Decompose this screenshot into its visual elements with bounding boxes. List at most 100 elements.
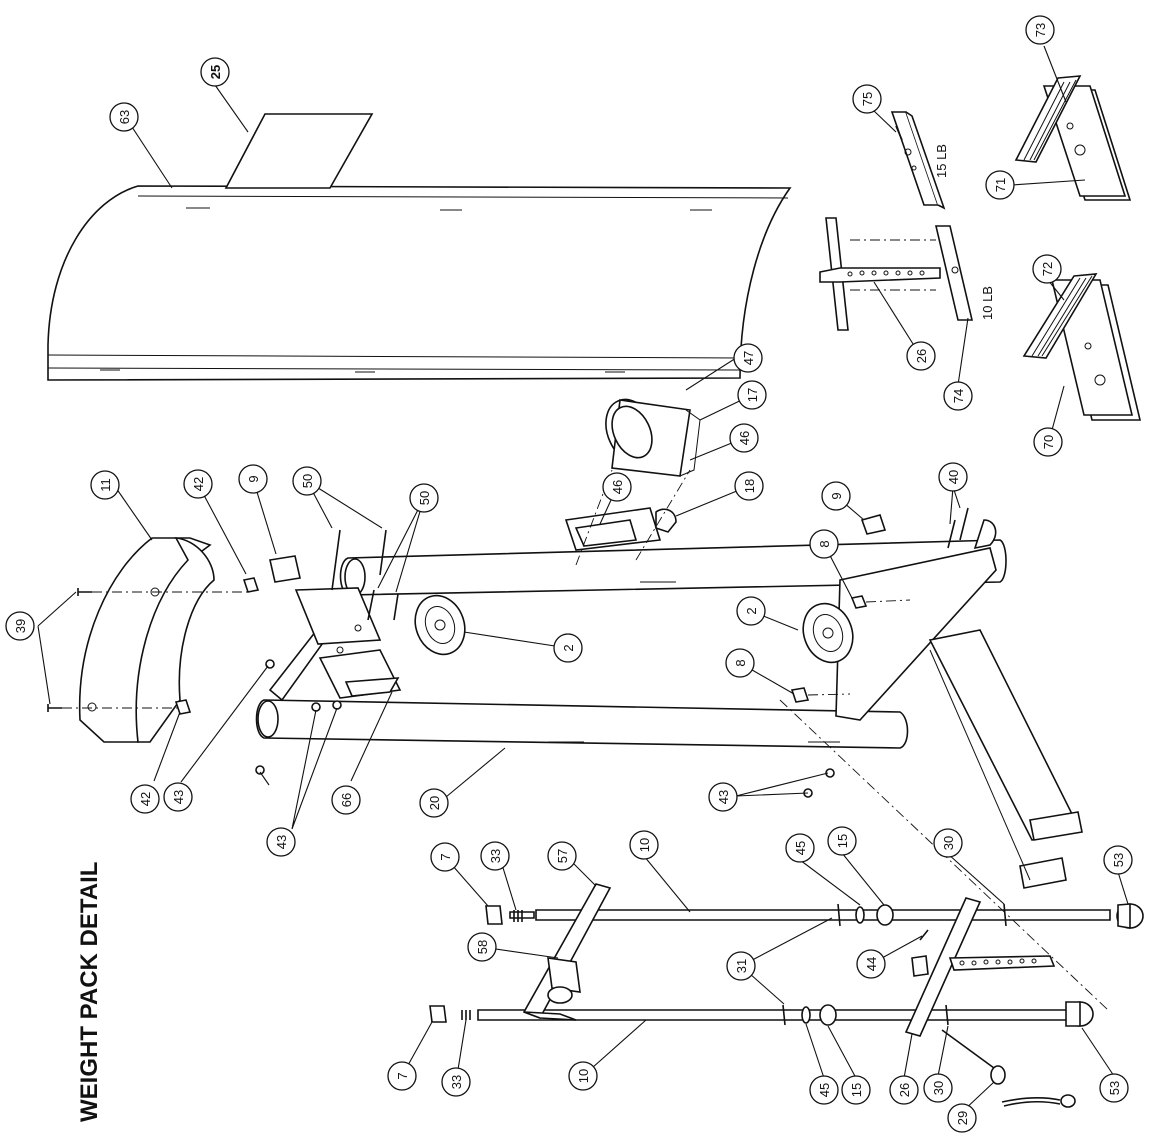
callout-26-top: 26 (906, 341, 936, 371)
callout-label: 70 (1041, 435, 1056, 449)
rubber-stop-lower (1065, 1001, 1094, 1027)
callout-label: 57 (555, 849, 570, 863)
callout-43-b: 43 (708, 782, 738, 812)
callout-8-b: 8 (725, 648, 755, 678)
cap-7-lower (429, 1005, 447, 1023)
callout-7-a: 7 (430, 842, 460, 872)
bolts-50 (331, 529, 399, 621)
cap-screw-upper (77, 588, 92, 596)
callout-label: 50 (417, 491, 432, 505)
callout-73: 73 (1025, 15, 1055, 45)
callout-25: 25 (200, 57, 230, 87)
callout-44: 44 (856, 949, 886, 979)
rubber-stop-upper (1116, 903, 1144, 929)
callout-label: 8 (733, 659, 748, 666)
callout-label: 33 (488, 849, 503, 863)
callout-label: 43 (716, 790, 731, 804)
guide-rod-upper (509, 909, 1111, 921)
callout-label: 17 (745, 388, 760, 402)
top-plate-57 (522, 883, 612, 1021)
pin-44 (911, 955, 929, 977)
callout-label: 8 (817, 540, 832, 547)
callout-label: 10 (637, 838, 652, 852)
callout-20: 20 (419, 788, 449, 818)
callout-39: 39 (5, 611, 35, 641)
pulley-right (802, 602, 854, 664)
clip-42-upper (242, 577, 260, 593)
callout-46-b: 46 (602, 472, 632, 502)
callout-label: 9 (246, 475, 261, 482)
callout-label: 46 (610, 480, 625, 494)
callout-30-a: 30 (933, 828, 963, 858)
callout-10-b: 10 (568, 1061, 598, 1091)
callout-43-a: 43 (163, 782, 193, 812)
callout-label: 33 (449, 1075, 464, 1089)
callout-label: 50 (300, 474, 315, 488)
callout-9-b: 9 (821, 481, 851, 511)
washer-45-upper (855, 906, 865, 924)
callout-2-a: 2 (553, 633, 583, 663)
callout-70: 70 (1033, 427, 1063, 457)
label-9-right (860, 514, 887, 535)
callout-label: 43 (171, 790, 186, 804)
clip-31 (782, 903, 841, 1026)
callout-40: 40 (938, 462, 968, 492)
callout-2-b: 2 (736, 596, 766, 626)
callout-33-b: 33 (441, 1067, 471, 1097)
nut-43-c (332, 700, 342, 710)
callout-label: 53 (1107, 1081, 1122, 1095)
callout-label: 2 (561, 644, 576, 651)
callout-46-a: 46 (729, 423, 759, 453)
callout-50-b: 50 (409, 483, 439, 513)
weight-stack-lower (1022, 273, 1142, 421)
callout-74: 74 (943, 381, 973, 411)
callout-10-a: 10 (629, 830, 659, 860)
callout-label: 15 (835, 834, 850, 848)
callout-45-a: 45 (785, 833, 815, 863)
label-9-left (269, 555, 301, 583)
bottom-plate-26 (904, 897, 982, 1037)
callout-label: 43 (274, 835, 289, 849)
callout-45-b: 45 (809, 1075, 839, 1105)
diagram-title: WEIGHT PACK DETAIL (76, 862, 103, 1122)
callout-53-a: 53 (1103, 845, 1133, 875)
callout-label: 45 (793, 841, 808, 855)
bushing-lower (790, 687, 810, 703)
callout-58: 58 (467, 932, 497, 962)
plate-15lb-label: 15 LB (934, 144, 949, 178)
nut-43-d (255, 765, 265, 775)
callout-label: 45 (817, 1083, 832, 1097)
bushing-upper (850, 595, 868, 609)
spring-33-lower (461, 1010, 471, 1020)
callout-71: 71 (985, 170, 1015, 200)
callout-42-a: 42 (183, 469, 213, 499)
callout-15-b: 15 (841, 1075, 871, 1105)
callout-label: 9 (829, 492, 844, 499)
callout-29: 29 (947, 1103, 977, 1133)
callout-label: 47 (741, 351, 756, 365)
roll-pin (919, 929, 929, 941)
callout-label: 30 (931, 1081, 946, 1095)
selector-handle-bracket (564, 507, 677, 551)
callout-17: 17 (737, 380, 767, 410)
callout-42-b: 42 (130, 784, 160, 814)
callout-15-a: 15 (827, 826, 857, 856)
weight-stack-upper (1014, 75, 1132, 201)
bushing-15-upper (876, 904, 894, 926)
callout-label: 26 (914, 349, 929, 363)
weight-plate-10lb (934, 225, 974, 321)
selector-pin-29 (941, 1029, 1076, 1108)
callout-label: 42 (191, 477, 206, 491)
callout-66: 66 (331, 785, 361, 815)
callout-label: 18 (742, 479, 757, 493)
shroud-cover (47, 185, 792, 381)
callout-label: 2 (744, 607, 759, 614)
cap-7-upper (485, 905, 503, 925)
callout-33-a: 33 (480, 841, 510, 871)
callout-43-c: 43 (266, 827, 296, 857)
callout-75: 75 (852, 84, 882, 114)
callout-47: 47 (733, 343, 763, 373)
selector-stem-lower (948, 955, 1056, 971)
clip-42-lower (174, 699, 192, 715)
